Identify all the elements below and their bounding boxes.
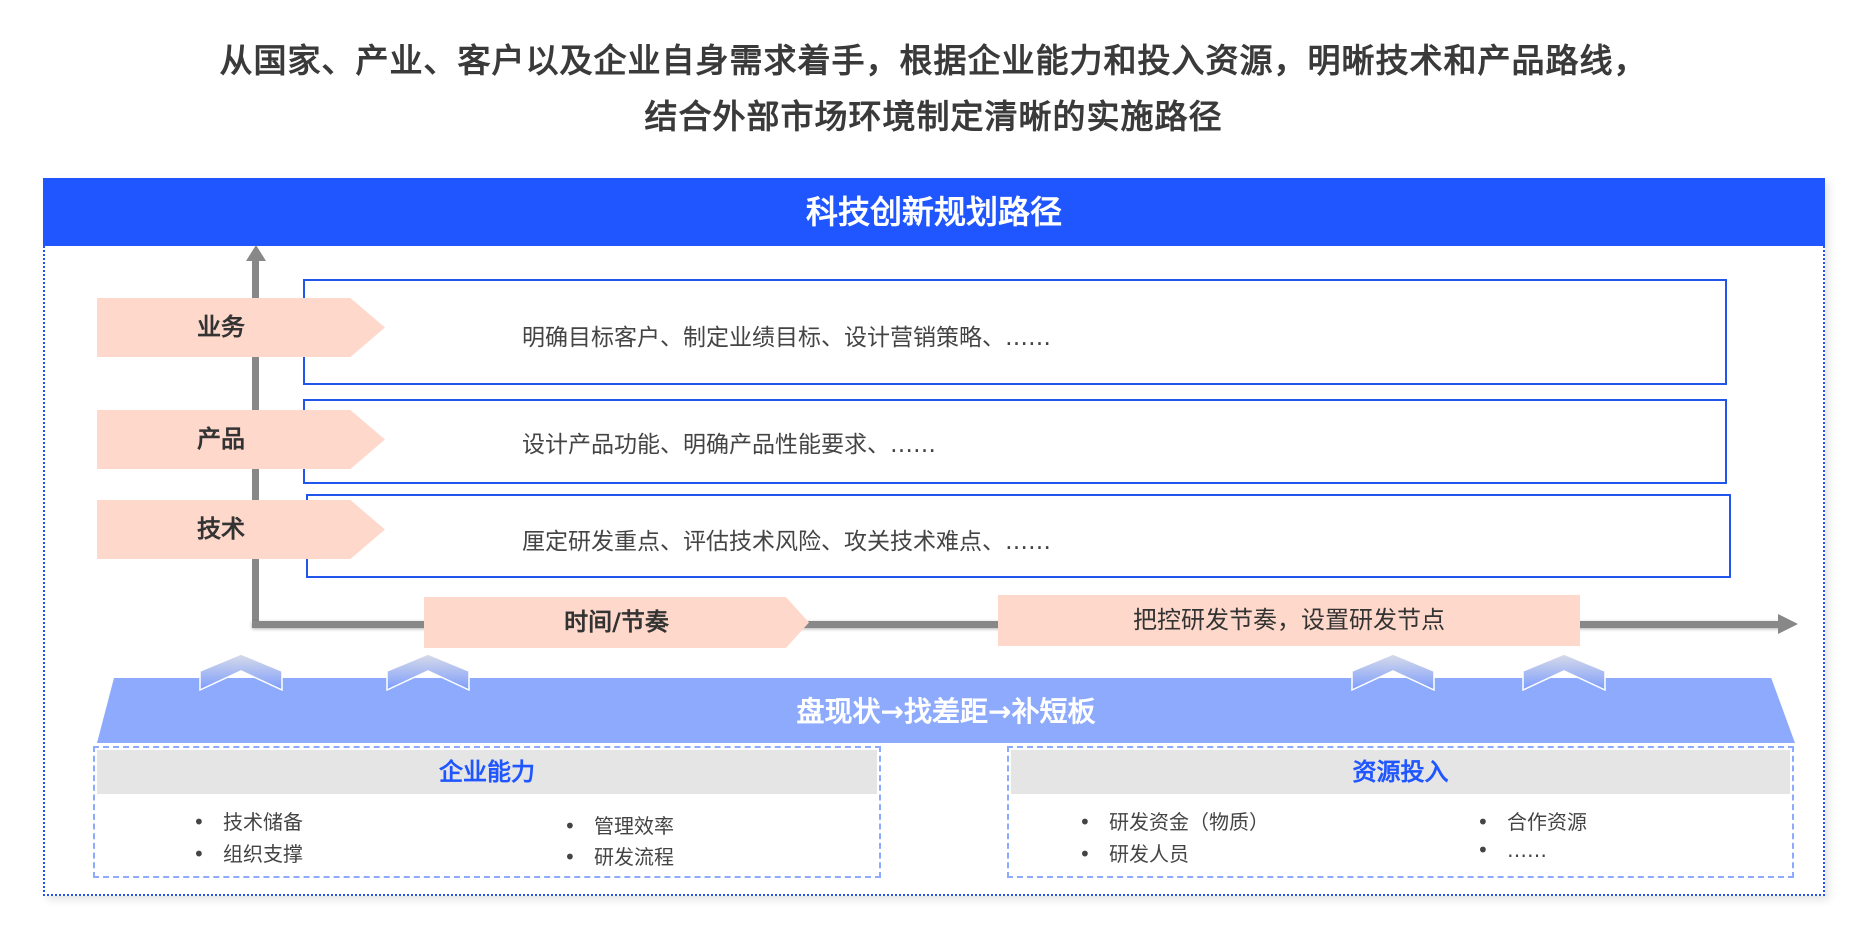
headline-line-2: 结合外部市场环境制定清晰的实施路径 (644, 97, 1223, 136)
list-item: • 管理效率 (564, 810, 674, 839)
row-box-product (303, 399, 1727, 484)
banner-title: 科技创新规划路径 (43, 178, 1825, 246)
tag-label: 产品 (197, 425, 245, 453)
chevron-up-icon (199, 654, 283, 692)
list-item-text: 研发人员 (1109, 842, 1189, 866)
list-item: • …… (1477, 838, 1547, 862)
gap-analysis-bar: 盘现状→找差距→补短板 (97, 678, 1795, 743)
list-item: • 技术储备 (193, 806, 303, 835)
arrow-right-icon (1778, 614, 1798, 634)
bullet-icon: • (1477, 810, 1489, 834)
tag-label: 技术 (197, 515, 245, 543)
list-item: • 研发资金（物质） (1079, 806, 1269, 835)
tag-product: 产品 (97, 410, 385, 469)
list-item-text: 技术储备 (223, 810, 303, 834)
list-item-text: 管理效率 (594, 814, 674, 838)
row-text-business: 明确目标客户、制定业绩目标、设计营销策略、…… (522, 325, 1051, 351)
bullet-icon: • (564, 814, 576, 838)
list-item: • 组织支撑 (193, 838, 303, 867)
headline-line-1: 从国家、产业、客户以及企业自身需求着手，根据企业能力和投入资源，明晰技术和产品路… (219, 41, 1648, 80)
bullet-icon: • (193, 810, 205, 834)
time-rhythm-tag: 时间/节奏 (424, 597, 809, 648)
group-enterprise-capability: 企业能力 • 技术储备 • 组织支撑 • 管理效率 • 研发流程 (93, 746, 881, 878)
rhythm-note: 把控研发节奏，设置研发节点 (998, 595, 1580, 646)
list-item-text: 合作资源 (1507, 810, 1587, 834)
tag-label: 业务 (197, 313, 245, 341)
row-box-business (303, 279, 1727, 385)
tag-technology: 技术 (97, 500, 385, 559)
list-item-text: 研发资金（物质） (1109, 810, 1269, 834)
bullet-icon: • (193, 842, 205, 866)
group-title: 资源投入 (1011, 750, 1790, 794)
group-resource-input: 资源投入 • 研发资金（物质） • 研发人员 • 合作资源 • …… (1007, 746, 1794, 878)
row-text-technology: 厘定研发重点、评估技术风险、攻关技术难点、…… (522, 529, 1051, 555)
list-item-text: 研发流程 (594, 845, 674, 869)
list-item: • 研发人员 (1079, 838, 1189, 867)
diagram-panel (43, 178, 1825, 896)
bullet-icon: • (564, 845, 576, 869)
tag-business: 业务 (97, 298, 385, 357)
list-item: • 研发流程 (564, 841, 674, 870)
list-item-text: 组织支撑 (223, 842, 303, 866)
arrow-up-icon (246, 245, 266, 261)
chevron-up-icon (1522, 654, 1606, 692)
chevron-up-icon (1351, 654, 1435, 692)
group-title: 企业能力 (97, 750, 877, 794)
bullet-icon: • (1079, 810, 1091, 834)
row-text-product: 设计产品功能、明确产品性能要求、…… (522, 432, 936, 458)
bullet-icon: • (1079, 842, 1091, 866)
chevron-up-icon (386, 654, 470, 692)
bullet-icon: • (1477, 838, 1489, 862)
row-box-technology (306, 494, 1731, 578)
list-item-text: …… (1507, 838, 1547, 862)
list-item: • 合作资源 (1477, 806, 1587, 835)
